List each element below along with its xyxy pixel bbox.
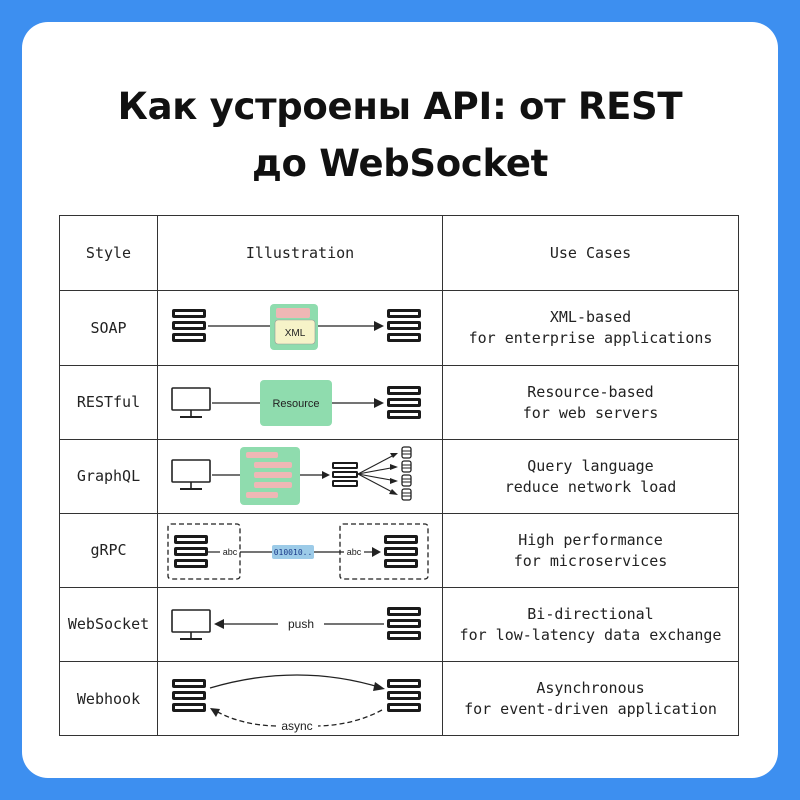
server-icon xyxy=(174,535,208,568)
header-style: Style xyxy=(60,216,158,290)
database-icon xyxy=(401,446,412,501)
use-case-soap: XML-based for enterprise applications xyxy=(443,291,738,365)
monitor-icon xyxy=(171,459,211,490)
title-line-2: до WebSocket xyxy=(251,142,549,185)
style-soap: SOAP xyxy=(60,291,158,365)
use-case-line-1: Asynchronous xyxy=(536,679,645,697)
use-case-line-2: for web servers xyxy=(522,403,659,422)
table-row-webhook: Webhook async xyxy=(60,662,738,736)
illustration-graphql xyxy=(158,440,443,513)
table-row-graphql: GraphQL xyxy=(60,440,738,514)
server-icon xyxy=(387,607,421,640)
use-case-line-1: Bi-directional xyxy=(527,604,654,623)
table-row-soap: SOAP XML xyxy=(60,291,738,366)
table-header-row: Style Illustration Use Cases xyxy=(60,216,738,291)
arrow-right-icon xyxy=(374,321,384,331)
use-case-line-1: High performance xyxy=(518,530,663,549)
server-icon xyxy=(384,535,418,568)
use-case-line-2: for low-latency data exchange xyxy=(459,625,722,644)
server-icon xyxy=(172,309,206,342)
monitor-icon xyxy=(171,387,211,418)
server-icon xyxy=(172,679,206,712)
illustration-grpc: abc 010010.. abc xyxy=(158,514,443,587)
table-row-grpc: gRPC abc 010010.. abc xyxy=(60,514,738,588)
use-case-webhook: Asynchronous for event-driven applicatio… xyxy=(443,662,738,736)
page-title: Как устроены API: от REST до WebSocket xyxy=(22,78,778,192)
client-stub-box xyxy=(167,523,241,580)
arrow-right-icon xyxy=(322,471,330,479)
use-case-line-2: for microservices xyxy=(513,551,668,570)
arrow-left-icon xyxy=(214,619,224,629)
abc-label-right: abc xyxy=(347,547,362,557)
style-restful: RESTful xyxy=(60,366,158,439)
illustration-soap: XML xyxy=(158,291,443,365)
server-icon xyxy=(332,462,358,487)
server-icon xyxy=(387,679,421,712)
binary-chip xyxy=(272,545,314,559)
async-label: async xyxy=(281,719,312,733)
arrow-right-icon xyxy=(373,682,385,691)
use-case-line-2: for event-driven application xyxy=(464,700,717,718)
illustration-webhook: async xyxy=(158,662,443,736)
table-row-restful: RESTful Resource Re xyxy=(60,366,738,440)
use-case-restful: Resource-based for web servers xyxy=(443,366,738,439)
illustration-restful: Resource xyxy=(158,366,443,439)
restful-diagram: Resource xyxy=(171,380,421,426)
use-case-line-1: Query language xyxy=(527,456,654,475)
style-graphql: GraphQL xyxy=(60,440,158,513)
arrow-left-icon xyxy=(210,708,220,717)
use-case-line-2: reduce network load xyxy=(504,477,677,496)
use-case-line-1: XML-based xyxy=(549,308,632,326)
title-line-1: Как устроены API: от REST xyxy=(117,85,683,128)
push-label: push xyxy=(288,617,314,631)
binary-label: 010010.. xyxy=(274,548,313,557)
webhook-diagram: async xyxy=(172,674,421,733)
style-webhook: Webhook xyxy=(60,662,158,736)
abc-label-left: abc xyxy=(223,547,238,557)
use-case-grpc: High performance for microservices xyxy=(443,514,738,587)
use-case-websocket: Bi-directional for low-latency data exch… xyxy=(443,588,738,661)
server-stub-box xyxy=(339,523,429,580)
style-grpc: gRPC xyxy=(60,514,158,587)
xml-label: XML xyxy=(285,328,306,339)
use-case-line-1: Resource-based xyxy=(527,382,654,401)
server-icon xyxy=(387,309,421,342)
style-websocket: WebSocket xyxy=(60,588,158,661)
use-case-graphql: Query language reduce network load xyxy=(443,440,738,513)
use-case-line-2: for enterprise applications xyxy=(468,329,713,347)
soap-diagram: XML xyxy=(172,304,421,350)
header-illustration: Illustration xyxy=(158,216,443,290)
resource-box xyxy=(260,380,332,426)
grpc-diagram: abc 010010.. abc xyxy=(167,523,429,580)
header-use-cases: Use Cases xyxy=(549,243,632,262)
api-styles-table: Style Illustration Use Cases SOAP XML xyxy=(59,215,739,736)
arrow-right-icon xyxy=(372,547,381,557)
websocket-diagram: push xyxy=(171,607,421,640)
arrow-right-icon xyxy=(374,398,384,408)
server-icon xyxy=(387,386,421,419)
resource-label: Resource xyxy=(272,398,319,410)
graphql-diagram xyxy=(171,446,412,505)
table-row-websocket: WebSocket push Bi-directiona xyxy=(60,588,738,662)
monitor-icon xyxy=(171,609,211,640)
illustration-websocket: push xyxy=(158,588,443,661)
